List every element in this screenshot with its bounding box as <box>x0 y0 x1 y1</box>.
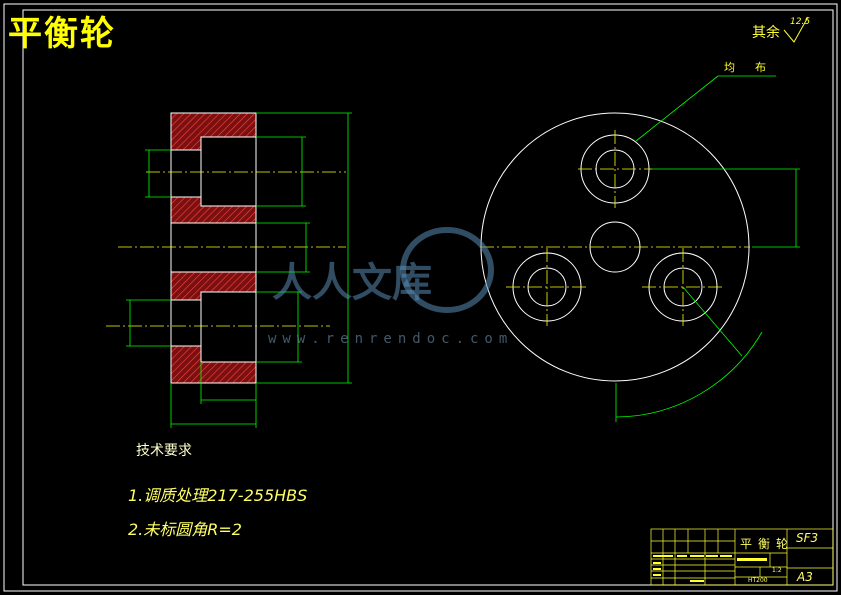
roughness-value: 12.5 <box>790 17 811 27</box>
leader-line <box>635 75 719 142</box>
page-title: 平衡轮 <box>8 14 116 54</box>
title-block-sheet-size: A3 <box>797 570 813 584</box>
note-line-1: 1.调质处理217-255HBS <box>128 486 308 505</box>
leader-label: 均布 <box>724 61 786 74</box>
lower-bore-neck <box>170 299 202 347</box>
roughness-symbol <box>783 16 809 43</box>
title-block-marks <box>653 555 767 582</box>
watermark-text: 人人文库 <box>272 260 432 306</box>
inner-border <box>22 9 834 586</box>
center-bore <box>170 222 257 273</box>
note-line-2: 2.未标圆角R=2 <box>128 520 242 539</box>
roughness-label: 其余 <box>752 25 780 41</box>
title-block-material: HT200 <box>748 577 768 584</box>
title-block-drawing-no: SF3 <box>796 531 819 545</box>
front-view <box>480 75 800 422</box>
title-block-scale: 1:2 <box>772 567 782 574</box>
title-block-part-name: 平衡轮 <box>740 537 795 551</box>
outer-border <box>3 3 838 592</box>
dim-radius-arc <box>615 331 763 418</box>
section-view <box>106 112 352 428</box>
notes-title: 技术要求 <box>136 443 192 459</box>
technical-notes: 技术要求 1.调质处理217-255HBS 2.未标圆角R=2 <box>128 440 307 550</box>
dim-radius-leader <box>682 286 743 357</box>
upper-bore-neck <box>170 149 202 198</box>
watermark-url: www.renrendoc.com <box>268 331 514 347</box>
